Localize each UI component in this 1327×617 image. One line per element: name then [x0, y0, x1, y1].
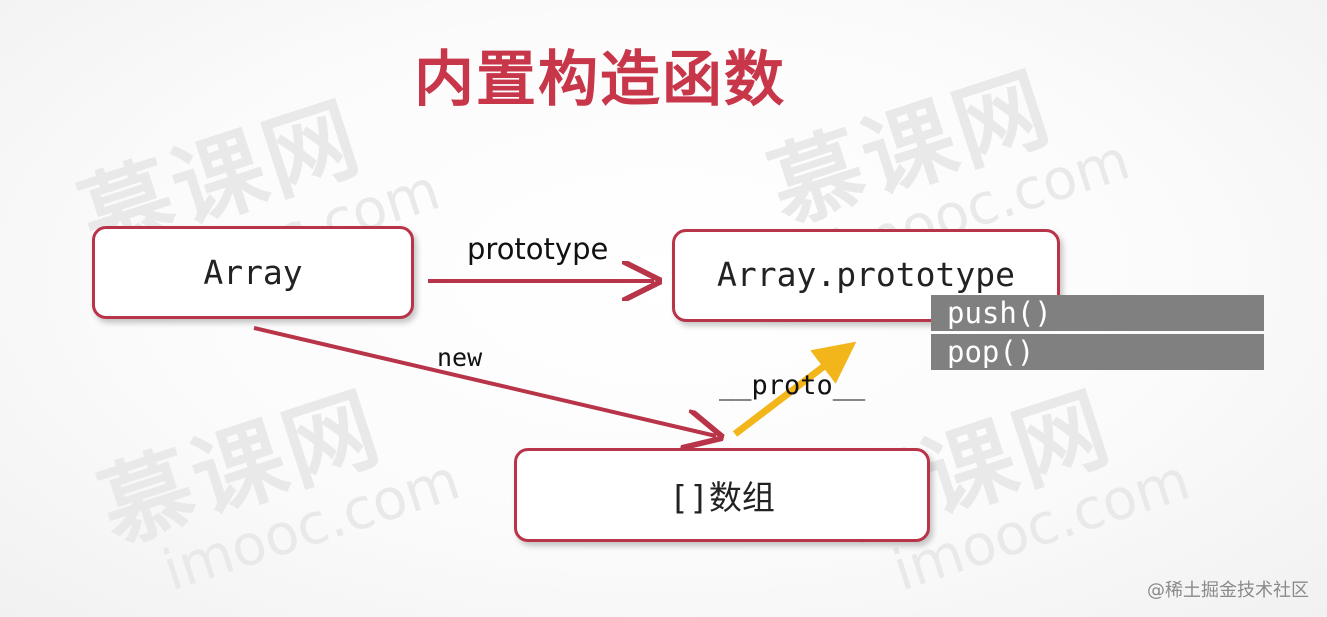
proto-label: __proto__	[719, 370, 866, 401]
method-push: push()	[931, 295, 1264, 331]
proto-arrow	[732, 341, 857, 437]
page-title: 内置构造函数	[414, 45, 786, 115]
prototype-label: prototype	[467, 232, 609, 266]
credit-text: @稀土掘金技术社区	[1147, 580, 1309, 601]
new-label: new	[437, 343, 483, 372]
array-node: Array	[92, 226, 414, 319]
new-arrow	[253, 326, 716, 436]
array-instance-node: []数组	[514, 448, 930, 542]
method-pop: pop()	[931, 334, 1264, 370]
